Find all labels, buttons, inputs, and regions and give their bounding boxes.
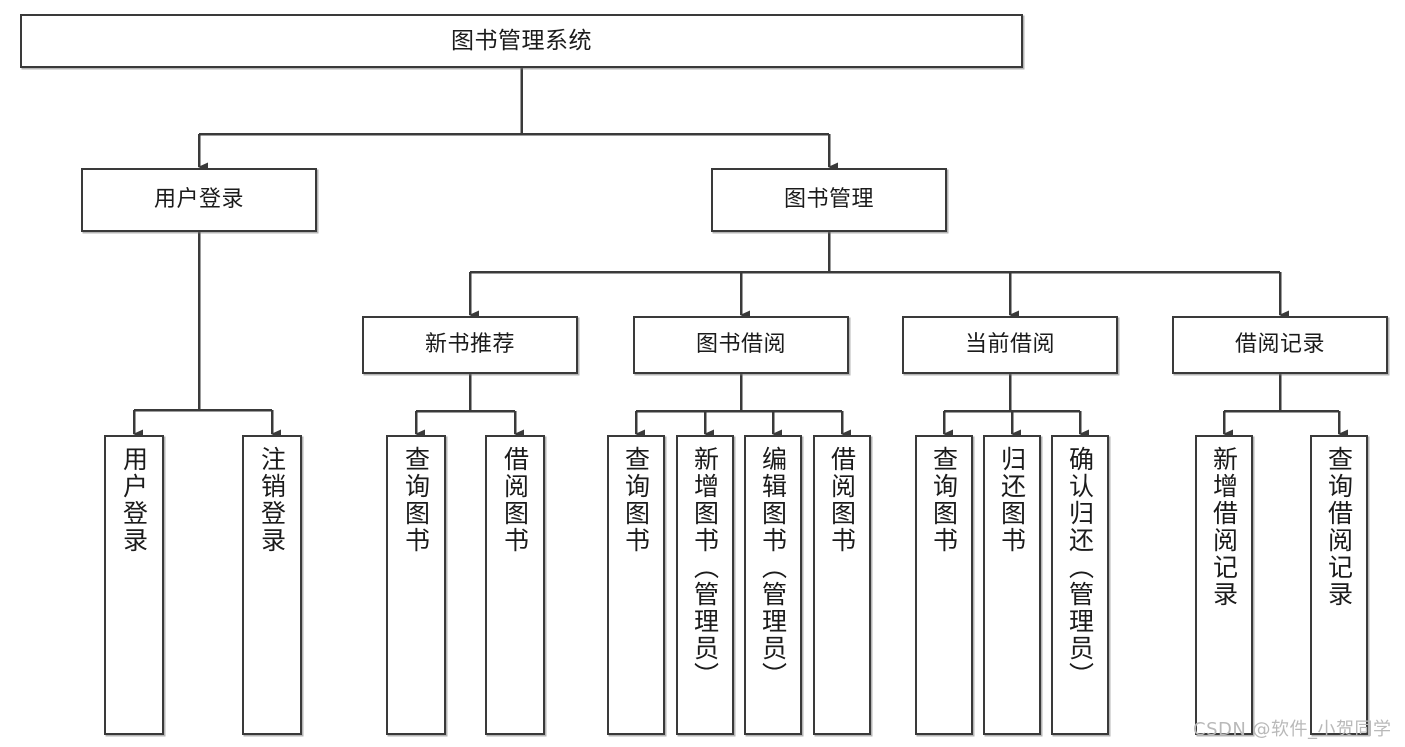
- node-label: 借阅记录: [1234, 332, 1325, 358]
- node-leaf-borrow-book-1[interactable]: 借阅图书: [485, 435, 545, 735]
- node-label: 用户登录: [153, 187, 244, 213]
- node-leaf-add-book[interactable]: 新增图书（管理员）: [676, 435, 734, 735]
- node-label: 借阅图书: [827, 446, 857, 554]
- node-label: 查询借阅记录: [1324, 446, 1354, 608]
- node-leaf-add-record[interactable]: 新增借阅记录: [1195, 435, 1253, 735]
- node-leaf-confirm-return[interactable]: 确认归还（管理员）: [1051, 435, 1109, 735]
- node-label: 图书管理: [783, 187, 874, 213]
- node-label: 注销登录: [257, 446, 287, 554]
- node-leaf-edit-book[interactable]: 编辑图书（管理员）: [744, 435, 802, 735]
- node-label: 确认归还（管理员）: [1065, 446, 1095, 689]
- node-label: 查询图书: [621, 446, 651, 554]
- node-label: 查询图书: [929, 446, 959, 554]
- node-leaf-query-book-3[interactable]: 查询图书: [915, 435, 973, 735]
- node-leaf-borrow-book-2[interactable]: 借阅图书: [813, 435, 871, 735]
- node-label: 当前借阅: [964, 332, 1055, 358]
- node-label: 新书推荐: [424, 332, 515, 358]
- node-current-borrow[interactable]: 当前借阅: [902, 316, 1118, 374]
- node-label: 借阅图书: [500, 446, 530, 554]
- node-label: 归还图书: [997, 446, 1027, 554]
- node-user-login[interactable]: 用户登录: [81, 168, 317, 232]
- node-label: 编辑图书（管理员）: [758, 446, 788, 689]
- connector-lines: [132, 68, 1348, 439]
- node-book-manage[interactable]: 图书管理: [711, 168, 947, 232]
- node-label: 新增借阅记录: [1209, 446, 1239, 608]
- node-label: 查询图书: [401, 446, 431, 554]
- node-book-borrow[interactable]: 图书借阅: [633, 316, 849, 374]
- node-root[interactable]: 图书管理系统: [20, 14, 1023, 68]
- node-leaf-query-book-2[interactable]: 查询图书: [607, 435, 665, 735]
- node-leaf-user-login[interactable]: 用户登录: [104, 435, 164, 735]
- node-label: 新增图书（管理员）: [690, 446, 720, 689]
- node-leaf-logout[interactable]: 注销登录: [242, 435, 302, 735]
- node-leaf-return-book[interactable]: 归还图书: [983, 435, 1041, 735]
- node-label: 用户登录: [119, 446, 149, 554]
- node-borrow-record[interactable]: 借阅记录: [1172, 316, 1388, 374]
- node-label: 图书管理系统: [451, 27, 592, 54]
- node-new-book-rec[interactable]: 新书推荐: [362, 316, 578, 374]
- node-label: 图书借阅: [695, 332, 786, 358]
- node-leaf-query-book-1[interactable]: 查询图书: [386, 435, 446, 735]
- node-leaf-query-record[interactable]: 查询借阅记录: [1310, 435, 1368, 735]
